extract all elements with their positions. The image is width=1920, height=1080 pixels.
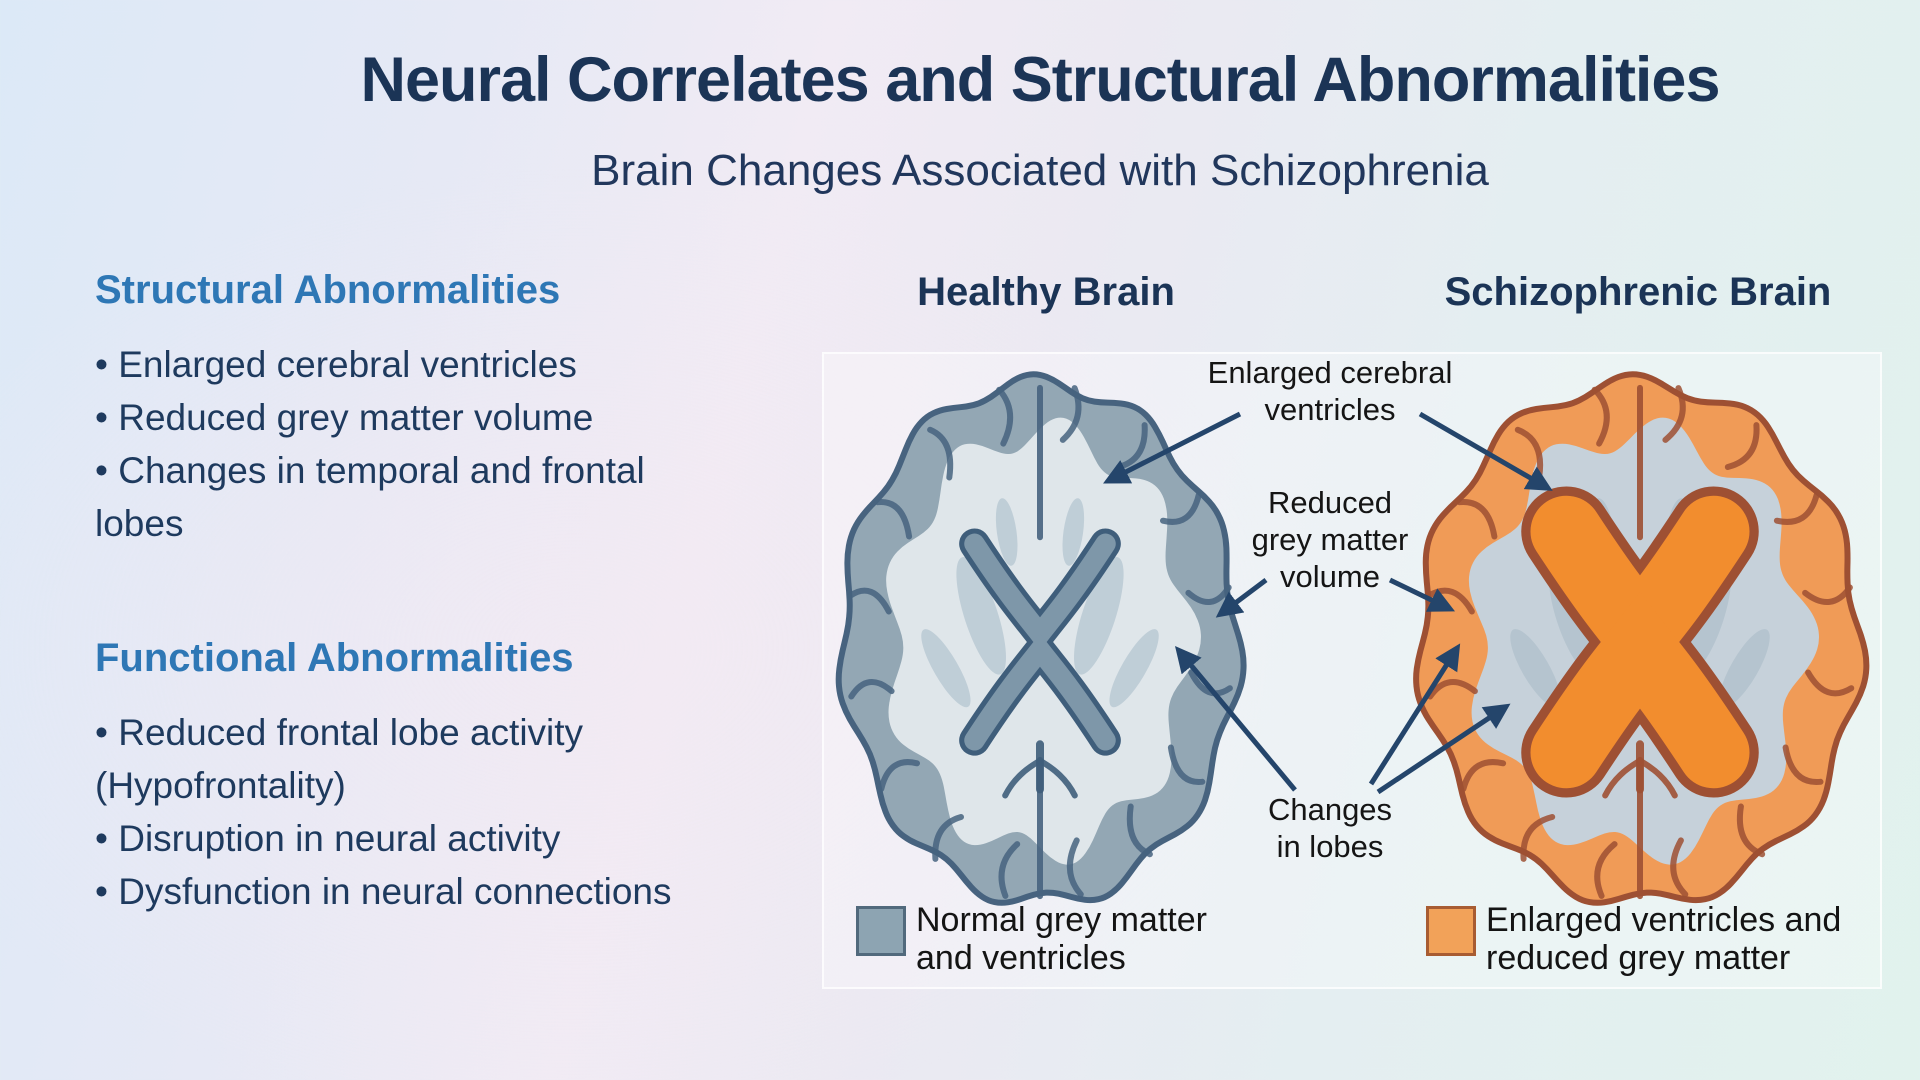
page-subtitle: Brain Changes Associated with Schizophre…	[591, 146, 1489, 195]
annotation-line: in lobes	[1276, 829, 1384, 864]
bullet-item: • Enlarged cerebral ventricles	[95, 344, 577, 385]
functional-bullet-list: • Reduced frontal lobe activity (Hypofro…	[95, 706, 685, 918]
structural-bullet-list: • Enlarged cerebral ventricles • Reduced…	[95, 338, 685, 550]
schizophrenic-brain-title: Schizophrenic Brain	[1444, 270, 1832, 314]
annotation-line: Changes	[1267, 792, 1393, 827]
legend-swatch-normal	[856, 906, 906, 956]
bullet-item: • Dysfunction in neural connections	[95, 871, 672, 912]
text-column: Structural Abnormalities • Enlarged cere…	[95, 266, 685, 918]
structural-abnormalities-section: Structural Abnormalities • Enlarged cere…	[95, 266, 685, 550]
annotation-enlarged-ventricles: Enlarged cerebral ventricles	[1178, 354, 1482, 428]
functional-abnormalities-section: Functional Abnormalities • Reduced front…	[95, 634, 685, 918]
legend-swatch-enlarged	[1426, 906, 1476, 956]
annotation-line: Enlarged cerebral	[1207, 355, 1453, 390]
section-heading-functional: Functional Abnormalities	[95, 636, 574, 680]
healthy-brain-illustration	[835, 371, 1247, 906]
legend-label-normal: Normal grey matter and ventricles	[916, 901, 1207, 977]
annotation-line: Reduced	[1267, 485, 1393, 520]
annotation-line: ventricles	[1264, 392, 1396, 427]
legend-label-enlarged: Enlarged ventricles and reduced grey mat…	[1486, 901, 1842, 977]
schizophrenic-brain-illustration	[1413, 371, 1870, 906]
annotation-line: volume	[1280, 559, 1380, 594]
annotation-line: grey matter	[1251, 522, 1409, 557]
page-title: Neural Correlates and Structural Abnorma…	[360, 45, 1720, 115]
annotation-reduced-grey-matter: Reduced grey matter volume	[1228, 484, 1432, 595]
bullet-item: • Reduced frontal lobe activity (Hypofro…	[95, 712, 584, 806]
bullet-item: • Reduced grey matter volume	[95, 397, 594, 438]
section-heading-structural: Structural Abnormalities	[95, 268, 561, 312]
annotation-changes-in-lobes: Changes in lobes	[1228, 791, 1432, 865]
healthy-brain-title: Healthy Brain	[917, 270, 1175, 314]
bullet-item: • Disruption in neural activity	[95, 818, 561, 859]
bullet-item: • Changes in temporal and frontal lobes	[95, 450, 645, 544]
